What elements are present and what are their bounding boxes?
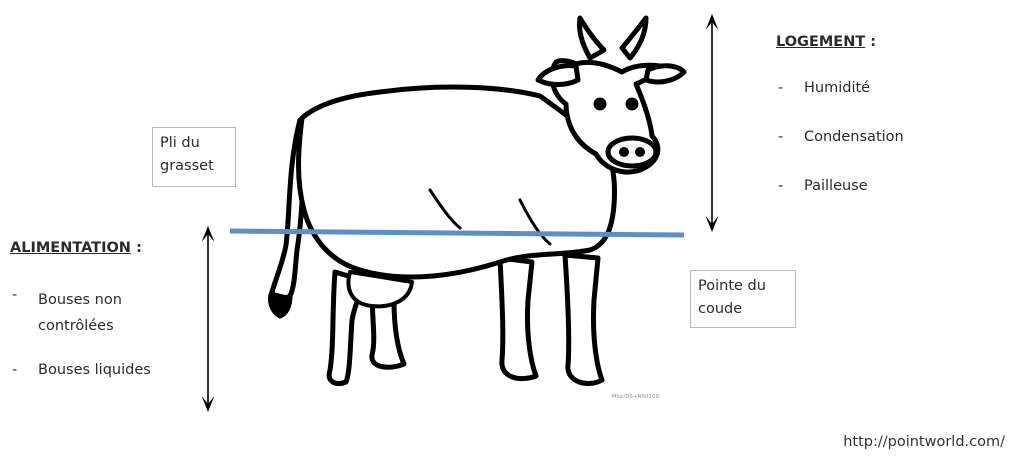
- logement-title: LOGEMENT: [776, 34, 865, 50]
- logement-item: -Pailleuse: [778, 178, 868, 194]
- image-stamp: MSp/DS+N60209: [612, 394, 659, 400]
- alimentation-item: -Bouses non contrôlées: [12, 287, 122, 339]
- cow-illustration: [270, 18, 684, 384]
- label-line: Pli du: [160, 135, 200, 151]
- alimentation-item-line: Bouses liquides: [38, 362, 151, 378]
- alimentation-item: -Bouses liquides: [12, 362, 151, 378]
- alimentation-title: ALIMENTATION: [10, 240, 131, 256]
- logement-item-condensation: Condensation: [804, 129, 904, 145]
- logement-heading: LOGEMENT :: [776, 34, 876, 50]
- logement-item: -Humidité: [778, 80, 870, 96]
- alimentation-title-suffix: :: [131, 240, 142, 256]
- dash: -: [778, 80, 804, 96]
- label-line: Pointe du: [698, 278, 766, 294]
- logement-item-humidite: Humidité: [804, 80, 870, 96]
- alimentation-heading: ALIMENTATION :: [10, 240, 142, 256]
- source-url: http://pointworld.com/: [843, 434, 1005, 450]
- logement-item: -Condensation: [778, 129, 904, 145]
- dash: -: [12, 287, 38, 303]
- label-pointe-du-coude: Pointe du coude: [690, 270, 796, 328]
- dash: -: [778, 178, 804, 194]
- dash: -: [12, 362, 38, 378]
- dash: -: [778, 129, 804, 145]
- logement-item-pailleuse: Pailleuse: [804, 178, 868, 194]
- alimentation-item-line: contrôlées: [38, 318, 114, 334]
- alimentation-item-line: Bouses non: [38, 292, 122, 308]
- label-line: coude: [698, 301, 742, 317]
- logement-title-suffix: :: [865, 34, 876, 50]
- label-line: grasset: [160, 158, 214, 174]
- label-pli-du-grasset: Pli du grasset: [152, 127, 236, 187]
